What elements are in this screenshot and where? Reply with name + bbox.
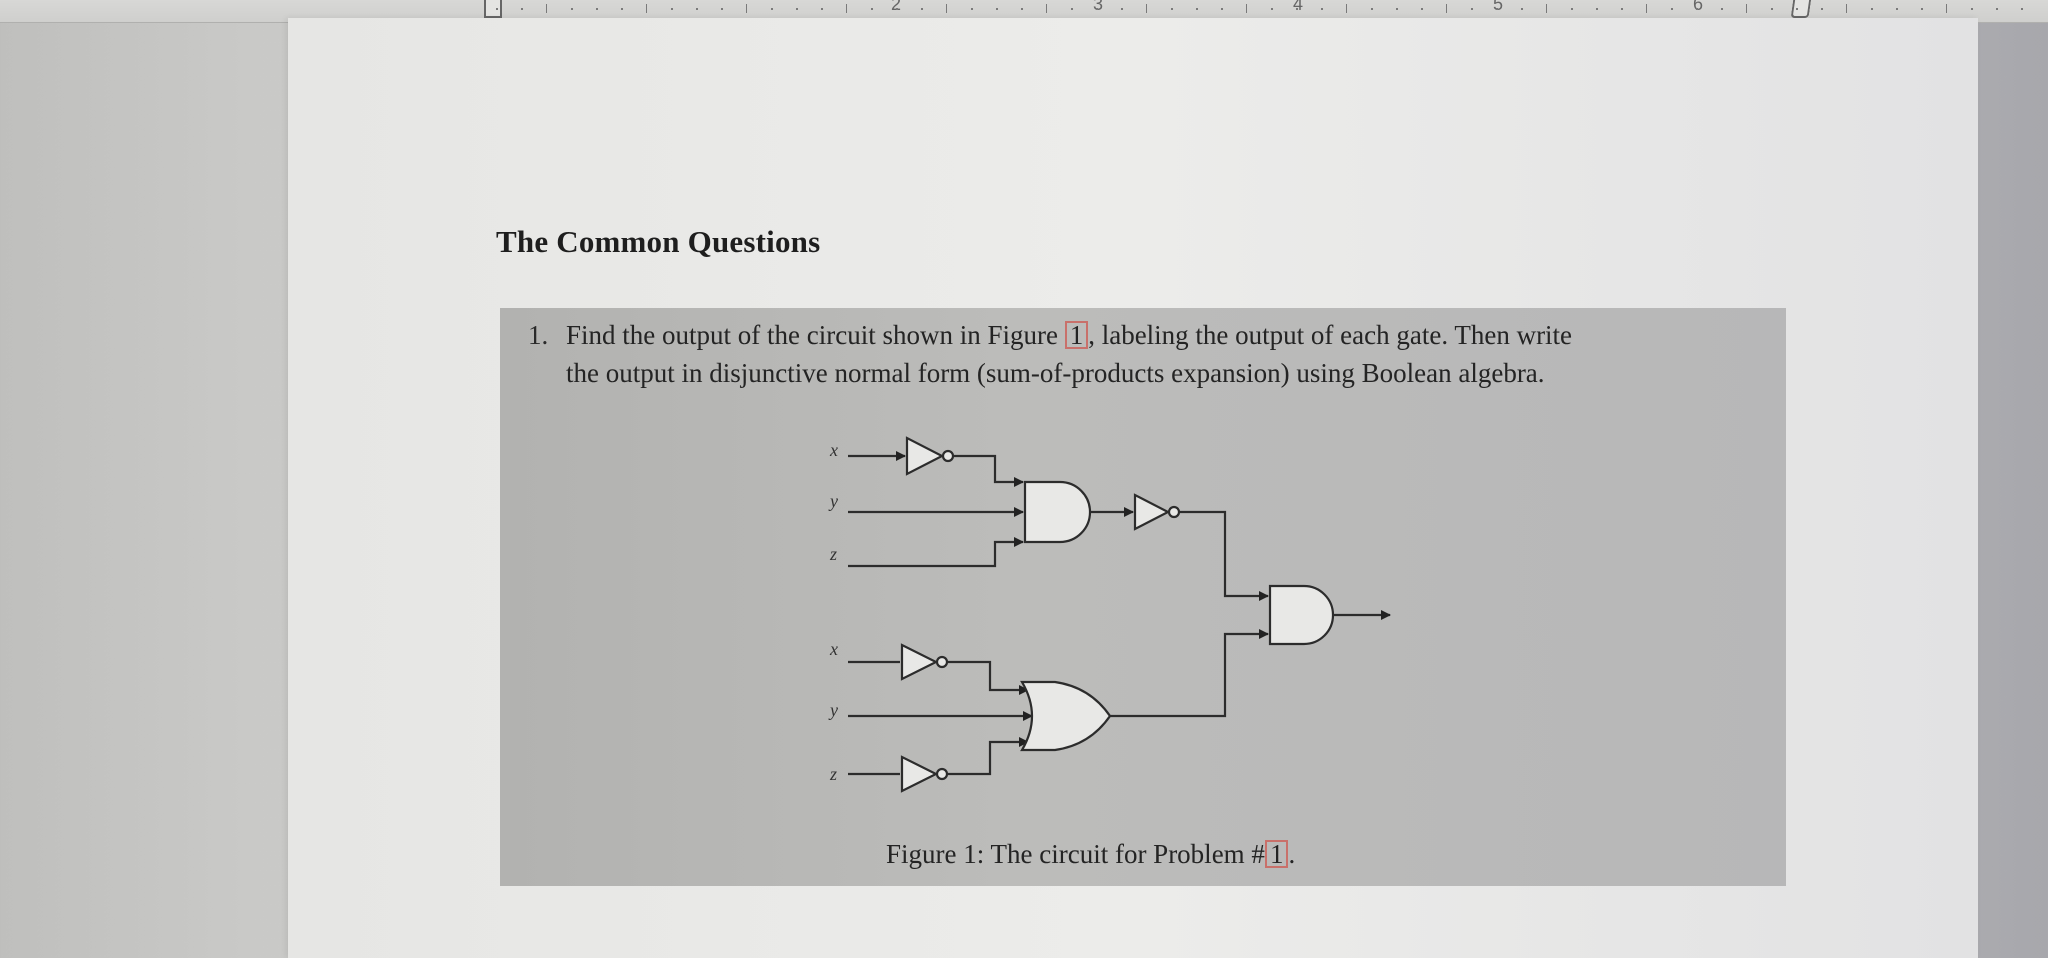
ruler-tick — [1371, 8, 1373, 10]
ruler-tick — [1871, 8, 1873, 10]
ruler-tick — [1796, 8, 1798, 10]
not-gate — [848, 643, 949, 681]
ruler-tick — [571, 8, 573, 10]
ruler-tick — [521, 8, 523, 10]
ruler-tick — [871, 8, 873, 10]
ruler-tick — [546, 4, 547, 13]
ruler-tick — [1846, 4, 1847, 13]
ruler-tick — [1571, 8, 1573, 10]
ruler-tick — [721, 8, 723, 10]
ruler-tick — [1896, 8, 1898, 10]
ruler-tick — [696, 8, 698, 10]
input-label-x: x — [829, 440, 838, 460]
ruler-tick — [646, 4, 647, 13]
ruler-tick — [1671, 8, 1673, 10]
left-indent-marker[interactable] — [484, 0, 502, 18]
ruler-tick — [1746, 4, 1747, 13]
question-text: , labeling the output of each gate. Then… — [1088, 320, 1573, 350]
ruler-tick — [796, 8, 798, 10]
ruler-tick — [1296, 8, 1298, 10]
ruler-tick — [1971, 8, 1973, 10]
ruler-tick — [1646, 4, 1647, 13]
ruler-tick — [1771, 8, 1773, 10]
question-text-line-1: Find the output of the circuit shown in … — [566, 320, 1572, 351]
question-highlight-box — [500, 308, 1786, 886]
section-heading: The Common Questions — [496, 224, 821, 259]
figure-reference-link[interactable]: 1 — [1064, 321, 1089, 349]
ruler-tick — [621, 8, 623, 10]
caption-text: . — [1288, 839, 1296, 869]
ruler-tick — [1521, 8, 1523, 10]
ruler-tick — [946, 4, 947, 13]
ruler-tick — [746, 4, 747, 13]
and-gate — [1023, 480, 1092, 544]
ruler-tick — [1221, 8, 1223, 10]
not-gate — [848, 436, 955, 476]
ruler-tick — [1421, 8, 1423, 10]
ruler-tick — [1621, 8, 1623, 10]
question-number: 1. — [528, 320, 549, 350]
caption-text: Figure 1: The circuit for Problem # — [886, 839, 1265, 869]
or-gate — [1020, 680, 1112, 752]
not-gate — [848, 755, 949, 793]
ruler-tick — [1046, 4, 1047, 13]
ruler-number: 5 — [1492, 0, 1504, 14]
ruler-tick — [1321, 8, 1323, 10]
ruler-tick — [896, 8, 898, 10]
input-label-x: x — [829, 639, 838, 659]
figure-caption: Figure 1: The circuit for Problem #1. — [886, 839, 1295, 870]
ruler-tick — [1121, 8, 1123, 10]
ruler-tick — [1396, 8, 1398, 10]
ruler-number: 2 — [890, 0, 902, 14]
ruler-tick — [1271, 8, 1273, 10]
ruler-tick — [1171, 8, 1173, 10]
ruler-number: 4 — [1292, 0, 1304, 14]
ruler-tick — [596, 8, 598, 10]
ruler-tick — [1546, 4, 1547, 13]
ruler-tick — [821, 8, 823, 10]
ruler-tick — [1921, 8, 1923, 10]
ruler-tick — [496, 8, 498, 10]
ruler-tick — [1496, 8, 1498, 10]
ruler-tick — [771, 8, 773, 10]
ruler-tick — [1196, 8, 1198, 10]
question-text-line-2: the output in disjunctive normal form (s… — [566, 358, 1545, 388]
ruler-tick — [1146, 4, 1147, 13]
logic-circuit-diagram: x y z x y z — [828, 436, 1391, 793]
and-gate — [1268, 584, 1335, 646]
not-gate — [1133, 493, 1181, 531]
ruler-tick — [1996, 8, 1998, 10]
input-label-y: y — [828, 491, 838, 511]
ruler-tick — [971, 8, 973, 10]
ruler-tick — [1821, 8, 1823, 10]
ruler-tick — [1471, 8, 1473, 10]
ruler-tick — [846, 4, 847, 13]
ruler-tick — [671, 8, 673, 10]
question-text: Find the output of the circuit shown in … — [566, 320, 1065, 350]
ruler-tick — [1721, 8, 1723, 10]
right-indent-marker[interactable] — [1790, 0, 1812, 18]
ruler-tick — [921, 8, 923, 10]
ruler-tick — [996, 8, 998, 10]
ruler-tick — [1021, 8, 1023, 10]
input-label-y: y — [828, 700, 838, 720]
input-label-z: z — [829, 764, 837, 784]
input-label-z: z — [829, 544, 837, 564]
ruler-tick — [1071, 8, 1073, 10]
ruler-tick — [2021, 8, 2023, 10]
problem-reference-link[interactable]: 1 — [1264, 840, 1289, 868]
ruler-number: 6 — [1692, 0, 1704, 14]
ruler-tick — [1446, 4, 1447, 13]
ruler-tick — [1246, 4, 1247, 13]
ruler-tick — [1596, 8, 1598, 10]
ruler-tick — [1096, 8, 1098, 10]
ruler-number: 3 — [1092, 0, 1104, 14]
ruler-tick — [1696, 8, 1698, 10]
ruler-tick — [1946, 4, 1947, 13]
ruler-tick — [1346, 4, 1347, 13]
